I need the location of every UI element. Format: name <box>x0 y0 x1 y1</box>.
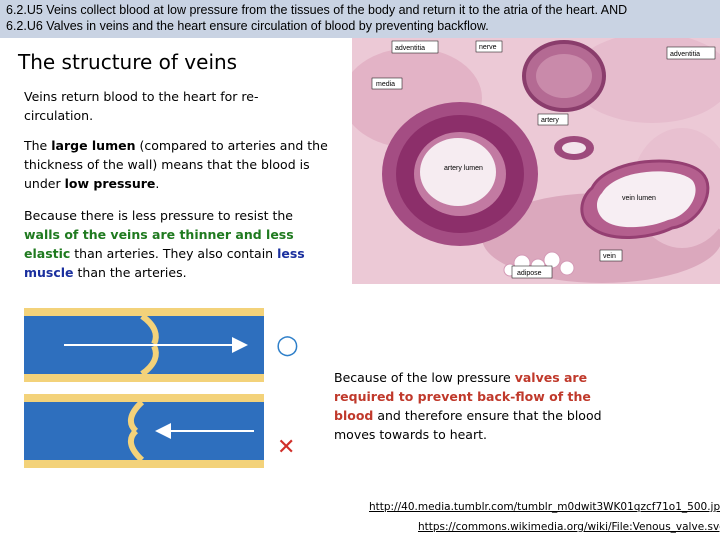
text-segment: The <box>24 138 52 153</box>
paragraph-veins-return: Veins return blood to the heart for re-c… <box>24 89 259 123</box>
correct-circle-icon: ○ <box>276 330 299 360</box>
label-vein-lumen: vein lumen <box>622 195 656 202</box>
text-segment: and therefore ensure that the blood move… <box>334 408 602 442</box>
vein-artery-micrograph: adventitia nerve adventitia media artery… <box>352 38 720 284</box>
text-segment: . <box>155 176 160 191</box>
text-segment: Because of the low pressure <box>334 370 515 385</box>
label-nerve: nerve <box>479 44 497 51</box>
label-adipose: adipose <box>517 270 542 277</box>
text-segment: than arteries. They also contain <box>70 246 278 261</box>
header-line-2: 6.2.U6 Valves in veins and the heart ens… <box>6 19 489 33</box>
blue-less-muscle: less muscle <box>24 246 305 280</box>
slide-title: The structure of veins <box>18 50 238 74</box>
paragraph-valves: Because of the low pressure valves are r… <box>334 368 634 444</box>
text-segment: than the arteries. <box>73 265 187 280</box>
reference-link-wikimedia[interactable]: https://commons.wikimedia.org/wiki/File:… <box>418 521 720 533</box>
label-adventitia-left: adventitia <box>395 45 425 52</box>
wrong-cross-icon: ✕ <box>277 435 295 460</box>
venous-valve-diagram: ○ ✕ <box>24 308 299 468</box>
label-adventitia-right: adventitia <box>670 51 700 58</box>
header-line-1: 6.2.U5 Veins collect blood at low pressu… <box>6 3 628 17</box>
label-vein: vein <box>603 253 616 260</box>
reference-link-tumblr[interactable]: http://40.media.tumblr.com/tumblr_m0dwit… <box>369 501 720 513</box>
closed-valve-vein <box>24 394 264 468</box>
header-banner: 6.2.U5 Veins collect blood at low pressu… <box>0 0 720 38</box>
paragraph-large-lumen: The large lumen (compared to arteries an… <box>24 136 334 193</box>
label-artery: artery <box>541 117 559 124</box>
text-segment: Because there is less pressure to resist… <box>24 208 293 223</box>
red-valves-text: valves are required to prevent back-flow… <box>334 370 591 423</box>
bold-low-pressure: low pressure <box>64 176 156 191</box>
label-artery-lumen: artery lumen <box>444 165 483 172</box>
paragraph-less-pressure: Because there is less pressure to resist… <box>24 206 324 282</box>
open-valve-vein <box>24 308 264 382</box>
text-segment: (compared to arteries and the thickness … <box>24 138 328 191</box>
green-walls-text: walls of the veins are thinner and less … <box>24 227 294 261</box>
label-media: media <box>376 81 395 88</box>
bold-large-lumen: large lumen <box>51 138 136 153</box>
header-text: 6.2.U5 Veins collect blood at low pressu… <box>6 2 716 34</box>
